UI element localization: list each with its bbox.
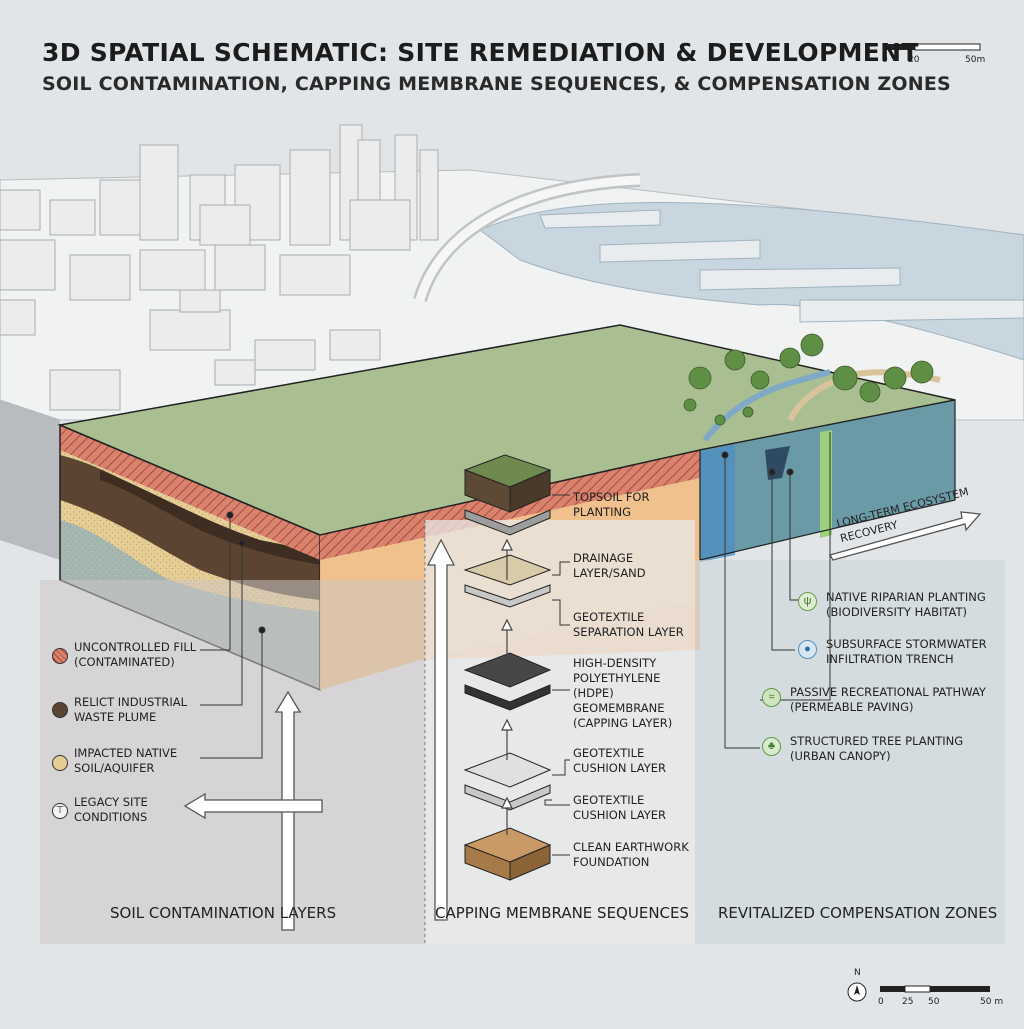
legend-native-soil: IMPACTED NATIVE SOIL/AQUIFER [74,746,178,775]
riparian-landscape [683,333,941,442]
legend-tree-planting: STRUCTURED TREE PLANTING (URBAN CANOPY) [790,734,964,763]
legend-riparian: NATIVE RIPARIAN PLANTING (BIODIVERSITY H… [826,590,986,619]
city-context [0,124,1024,421]
panel-title-soil: SOIL CONTAMINATION LAYERS [110,904,337,922]
zone-leaders [721,432,831,749]
legend-legacy-site: LEGACY SITE CONDITIONS [74,795,148,824]
scale-bottom-tick-3: 50 m [980,997,1003,1007]
legend-pathway: PASSIVE RECREATIONAL PATHWAY (PERMEABLE … [790,685,986,714]
plant-icon: ψ [798,592,817,611]
legend-uncontrolled-fill: UNCONTROLLED FILL (CONTAMINATED) [74,640,197,669]
cap-label-separation: GEOTEXTILE SEPARATION LAYER [573,610,684,639]
native-soil-swatch [52,755,68,771]
waste-plume-swatch [52,702,68,718]
panel-title-compensation: REVITALIZED COMPENSATION ZONES [718,904,998,922]
north-label: N [854,968,861,978]
scale-bottom-tick-2: 50 [928,997,940,1007]
page-title: 3D SPATIAL SCHEMATIC: SITE REMEDIATION &… [42,38,919,67]
cap-label-cushion-2: GEOTEXTILE CUSHION LAYER [573,793,667,822]
scale-bar-bottom: N 0 25 50 50 m [847,968,1003,1007]
soil-leaders [200,511,266,759]
scale-bar-top: 0 20 50m [882,43,985,65]
panel-soil-bg [40,580,425,944]
panel-capping-bg [425,520,695,944]
legend-waste-plume: RELICT INDUSTRIAL WASTE PLUME [74,695,188,724]
scale-top-tick-0: 0 [882,55,888,65]
water-drop-icon: ● [798,640,817,659]
legend-stormwater: SUBSURFACE STORMWATER INFILTRATION TRENC… [826,637,987,666]
tree-icon: ♣ [762,737,781,756]
contaminated-fill-swatch [52,648,68,664]
cap-label-drainage: DRAINAGE LAYER/SAND [573,551,646,580]
scale-top-tick-2: 50m [965,55,985,65]
cap-label-foundation: CLEAN EARTHWORK FOUNDATION [573,840,689,869]
page-subtitle: SOIL CONTAMINATION, CAPPING MEMBRANE SEQ… [42,73,951,95]
pathway-icon: ≈ [762,688,781,707]
panel-compensation-bg [695,560,1005,944]
compensation-zone-section [699,399,956,562]
scale-bottom-tick-0: 0 [878,997,884,1007]
legacy-site-icon: ⊤ [52,803,68,819]
capping-stack [463,454,570,881]
cap-label-hdpe: HIGH-DENSITY POLYETHYLENE (HDPE) GEOMEMB… [573,656,673,730]
panel-title-capping: CAPPING MEMBRANE SEQUENCES [435,904,690,922]
scale-top-tick-1: 20 [908,55,920,65]
scale-bottom-tick-1: 25 [902,997,913,1007]
process-arrows [183,511,982,931]
cap-label-topsoil: TOPSOIL FOR PLANTING [573,490,650,519]
cap-label-cushion-1: GEOTEXTILE CUSHION LAYER [573,746,667,775]
